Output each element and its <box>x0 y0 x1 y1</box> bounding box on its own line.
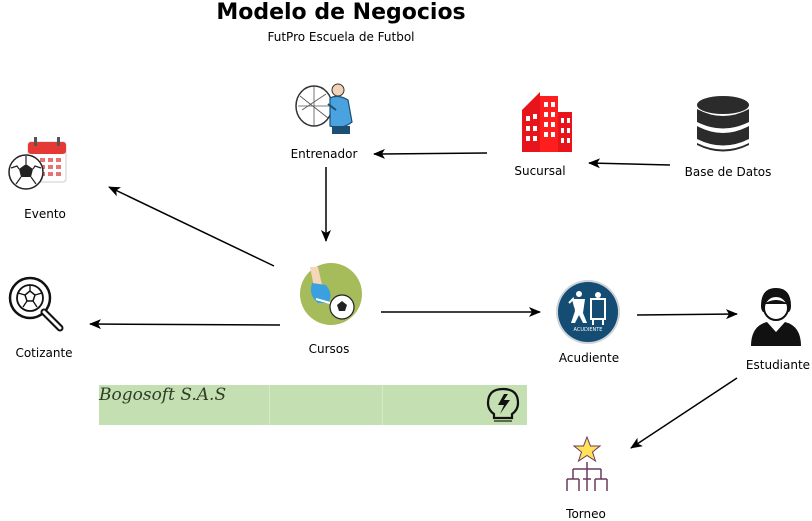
database-icon <box>697 96 749 152</box>
coach-icon <box>295 83 353 134</box>
edge-estudiante-to-torneo <box>630 377 738 449</box>
node-entrenador-label: Entrenador <box>290 147 358 161</box>
tournament-bracket-icon <box>566 435 608 491</box>
diagram-title: Modelo de Negocios <box>216 0 466 25</box>
building-icon <box>522 92 572 152</box>
node-base-datos-label: Base de Datos <box>684 165 772 179</box>
kick-ball-icon <box>300 263 362 325</box>
node-acudiente-label: Acudiente <box>558 351 620 365</box>
diagram-subtitle: FutPro Escuela de Futbol <box>267 30 415 44</box>
company-name: Bogosoft S.A.S <box>99 385 227 405</box>
magnifier-ball-icon <box>8 276 64 332</box>
banner-divider <box>269 385 270 425</box>
edge-acudiente-to-estudiante <box>636 309 738 320</box>
node-torneo-label: Torneo <box>566 507 606 521</box>
node-cotizante-label: Cotizante <box>15 346 73 360</box>
student-person-icon <box>751 288 801 346</box>
node-sucursal-label: Sucursal <box>514 164 566 178</box>
company-banner: Bogosoft S.A.S <box>99 385 527 425</box>
node-estudiante-label: Estudiante <box>745 358 811 372</box>
acudiente-badge-text: ACUDIENTE <box>574 327 603 333</box>
calendar-ball-icon <box>8 137 67 190</box>
banner-divider <box>382 385 383 425</box>
edge-cursos-to-cotizante <box>89 319 281 330</box>
node-evento-label: Evento <box>24 207 66 221</box>
node-cursos-label: Cursos <box>308 342 350 356</box>
edge-sucursal-to-entrenador <box>373 148 488 159</box>
edge-cursos-to-evento <box>108 186 275 267</box>
guardian-icon: ACUDIENTE <box>556 280 620 344</box>
edge-base-datos-to-sucursal <box>588 158 671 169</box>
lightbulb-logo-icon <box>486 387 520 422</box>
